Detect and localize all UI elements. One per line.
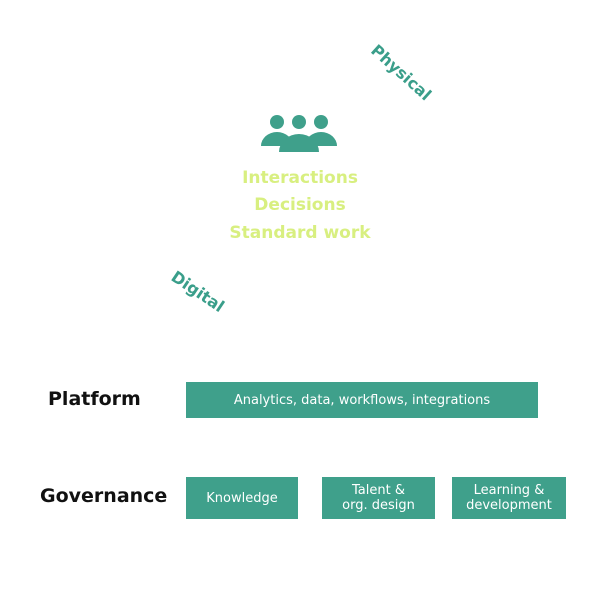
platform-box-text: Analytics, data, workflows, integrations [233, 392, 491, 408]
governance-box-text: Learning & development [466, 483, 552, 513]
platform-label: Platform [48, 388, 141, 410]
governance-box-learning: Learning & development [452, 477, 566, 519]
center-line-decisions: Decisions [254, 195, 346, 215]
physical-label: Physical [367, 40, 436, 105]
governance-box-knowledge: Knowledge [186, 477, 298, 519]
governance-box-text: Knowledge [206, 490, 278, 506]
people-group-icon [259, 112, 339, 158]
center-line-interactions: Interactions [242, 168, 358, 188]
governance-box-talent: Talent & org. design [322, 477, 435, 519]
center-line-standard-work: Standard work [229, 223, 371, 243]
platform-box: Analytics, data, workflows, integrations [186, 382, 538, 418]
governance-label: Governance [40, 485, 168, 507]
digital-label: Digital [167, 266, 228, 317]
governance-box-text: Talent & org. design [342, 483, 415, 513]
